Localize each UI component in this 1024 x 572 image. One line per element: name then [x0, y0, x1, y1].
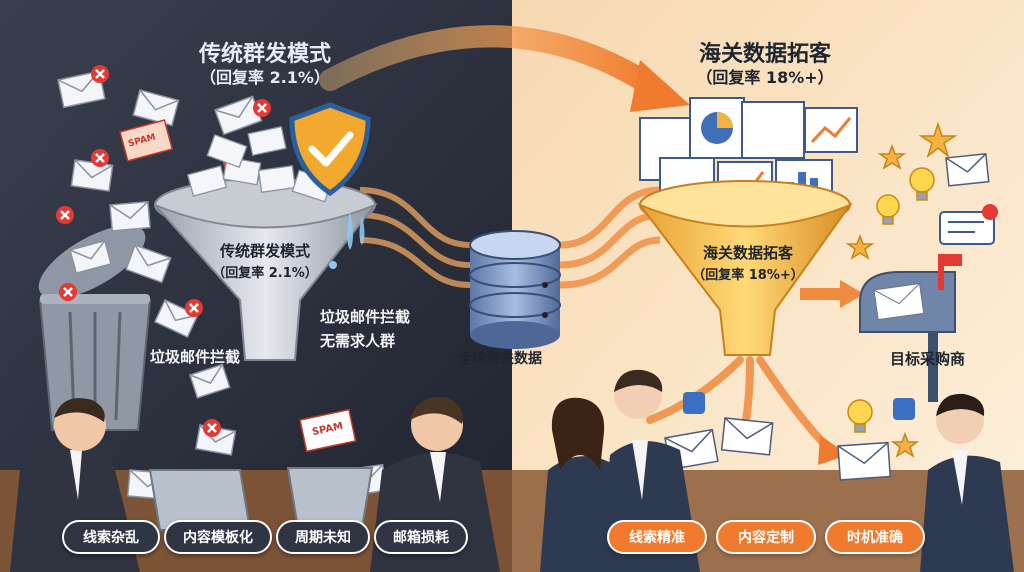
database-icon	[469, 230, 561, 349]
mailbox-icon	[859, 254, 962, 402]
right-funnel-subtitle: （回复率 18%+）	[692, 268, 804, 283]
funnel-side-label-no-demand: 无需求人群	[320, 332, 396, 350]
star-icons	[845, 121, 958, 458]
left-funnel-title: 传统群发模式	[219, 242, 310, 260]
spam-envelope-2	[299, 408, 357, 453]
pill-unknown-cycle: 周期未知	[276, 520, 370, 554]
lightbulb-icons	[847, 167, 935, 433]
scattered-envelopes	[57, 70, 388, 501]
pill-messy-leads: 线索杂乱	[62, 520, 160, 554]
left-title: 传统群发模式	[198, 42, 331, 67]
right-title: 海关数据拓客	[698, 42, 831, 67]
left-funnel-subtitle: （回复率 2.1%）	[212, 266, 318, 281]
pill-mailbox-loss: 邮箱损耗	[374, 520, 468, 554]
top-arc-arrow-head	[630, 60, 690, 112]
flow-lines-right	[559, 186, 661, 289]
laptop-right	[286, 467, 374, 529]
left-subtitle: （回复率 2.1%）	[200, 68, 330, 87]
shield-check-icon	[289, 102, 371, 197]
thumbs-up-icons	[683, 392, 915, 420]
chat-bubble-icon	[939, 204, 998, 245]
flow-lines-left	[359, 187, 471, 288]
businessman-receiving	[920, 393, 1014, 572]
target-buyer-label: 目标采购商	[890, 350, 966, 368]
funnel-side-label-spam: 垃圾邮件拦截	[320, 308, 411, 326]
mailbox-arrow	[800, 280, 864, 308]
right-funnel-title: 海关数据拓客	[702, 244, 793, 262]
right-funnel	[636, 180, 853, 356]
pill-precise-leads: 线索精准	[607, 520, 707, 554]
pill-accurate-timing: 时机准确	[825, 520, 925, 554]
spam-envelope-1	[119, 119, 174, 162]
top-arc-arrow	[319, 25, 661, 96]
floating-envelopes-right	[664, 152, 990, 481]
pill-custom-content: 内容定制	[716, 520, 816, 554]
pill-template-content: 内容模板化	[164, 520, 272, 554]
database-label: 全球海关数据	[458, 351, 542, 367]
right-subtitle: （回复率 18%+）	[696, 68, 834, 87]
spam-block-label: 垃圾邮件拦截	[150, 348, 241, 366]
